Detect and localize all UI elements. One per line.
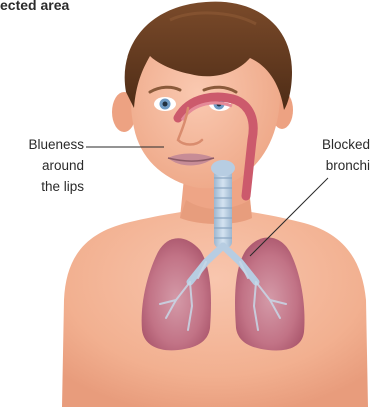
label-blueness-around-lips: Blueness around the lips bbox=[0, 134, 84, 197]
label-line: the lips bbox=[0, 176, 84, 197]
diagram-heading: ected area bbox=[0, 0, 69, 13]
label-blocked-bronchi: Blocked bronchi bbox=[310, 134, 370, 176]
label-line: around bbox=[0, 155, 84, 176]
label-line: Blueness bbox=[0, 134, 84, 155]
label-line: bronchi bbox=[310, 155, 370, 176]
label-line: Blocked bbox=[310, 134, 370, 155]
